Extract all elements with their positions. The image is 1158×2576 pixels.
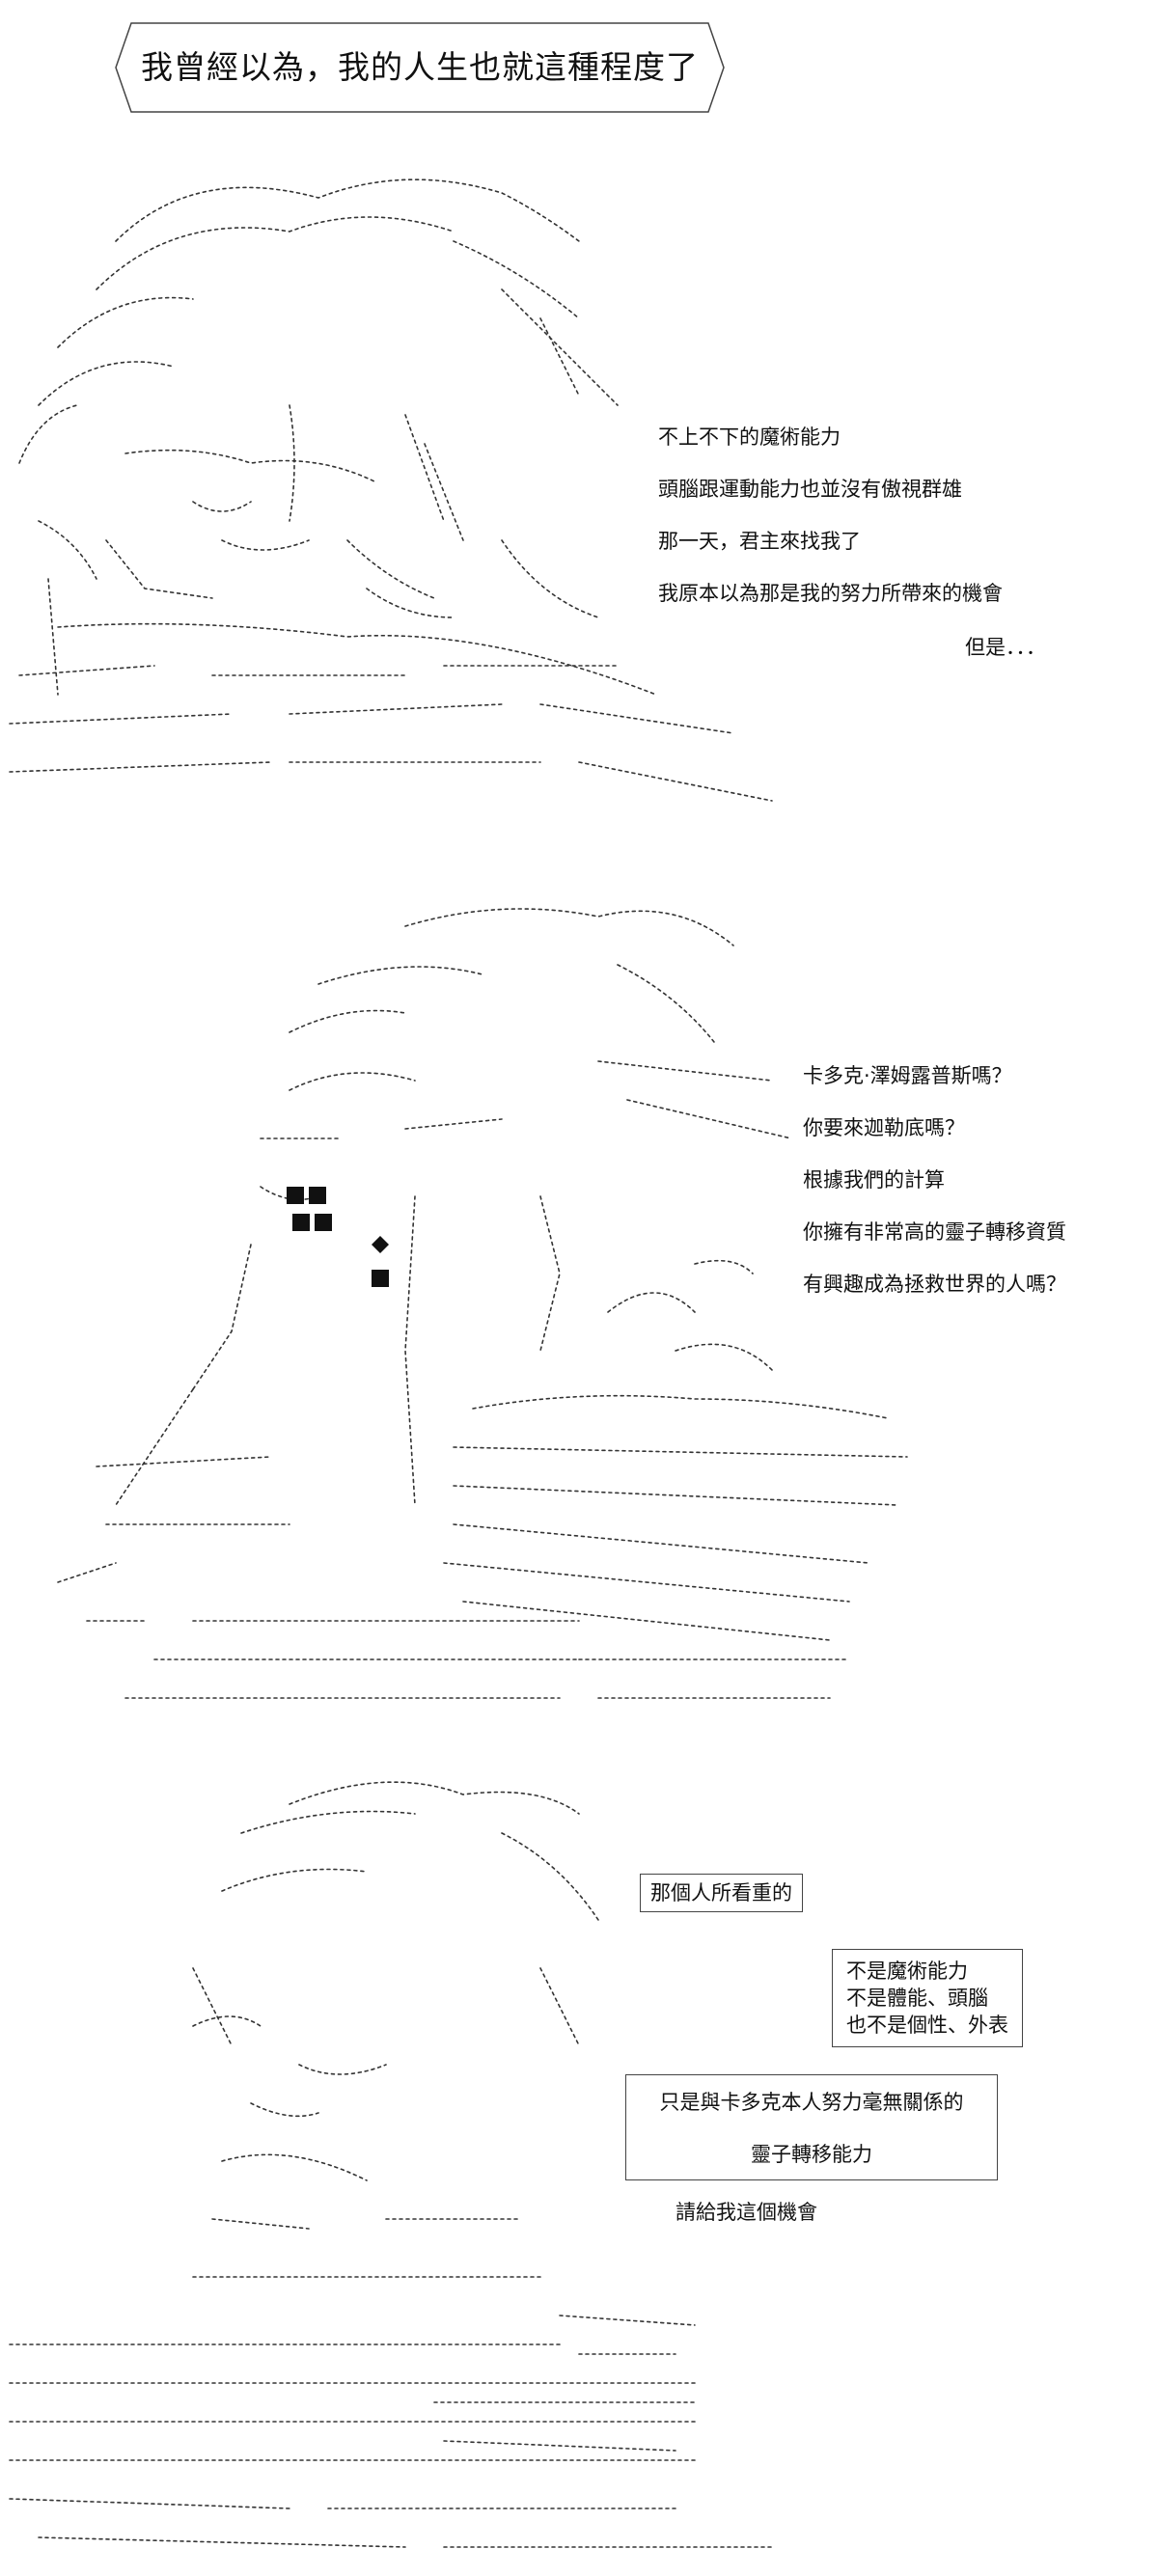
panel1-figure-art bbox=[9, 178, 773, 802]
panel2-line-4: 你擁有非常高的靈子轉移資質 bbox=[803, 1220, 1066, 1244]
page-title: 我曾經以為，我的人生也就這種程度了 bbox=[141, 48, 699, 86]
title-banner-frame bbox=[115, 22, 725, 113]
panel3-box-2: 不是魔術能力 不是體能、頭腦 也不是個性、外表 bbox=[832, 1949, 1023, 2047]
panel1-line-3: 那一天，君主來找我了 bbox=[658, 530, 861, 553]
panel3-box-3: 只是與卡多克本人努力毫無關係的 靈子轉移能力 bbox=[625, 2074, 998, 2180]
panel3-box-1: 那個人所看重的 bbox=[640, 1874, 803, 1912]
panel2-line-5: 有興趣成為拯救世界的人嗎？ bbox=[803, 1273, 1066, 1296]
panel1-line-4: 我原本以為那是我的努力所帶來的機會 bbox=[658, 582, 1003, 605]
panel1-line-2: 頭腦跟運動能力也並沒有傲視群雄 bbox=[658, 478, 962, 501]
panel3-box-2-line-2: 不是體能、頭腦 bbox=[846, 1987, 988, 2010]
panel3-box-3-line-1: 只是與卡多克本人努力毫無關係的 bbox=[659, 2091, 964, 2114]
panel2-eye-blocks bbox=[287, 1187, 389, 1287]
panel1-line-1: 不上不下的魔術能力 bbox=[658, 425, 841, 449]
panel2-line-3: 根據我們的計算 bbox=[803, 1168, 945, 1192]
panel3-box-2-line-1: 不是魔術能力 bbox=[846, 1959, 968, 1983]
panel2-line-1: 卡多克·澤姆露普斯嗎？ bbox=[803, 1064, 1012, 1087]
panel3-box-3-line-2: 靈子轉移能力 bbox=[751, 2143, 872, 2166]
panel3-box-2-line-3: 也不是個性、外表 bbox=[846, 2014, 1008, 2037]
panel1-line-5: 但是．．． bbox=[965, 636, 1046, 659]
panel3-figure-art bbox=[9, 1781, 773, 2548]
panel2-line-2: 你要來迦勒底嗎？ bbox=[803, 1116, 965, 1139]
panel2-figure-art bbox=[57, 908, 908, 1699]
title-banner: 我曾經以為，我的人生也就這種程度了 bbox=[114, 21, 726, 114]
panel3-tail-line: 請給我這個機會 bbox=[676, 2201, 817, 2224]
